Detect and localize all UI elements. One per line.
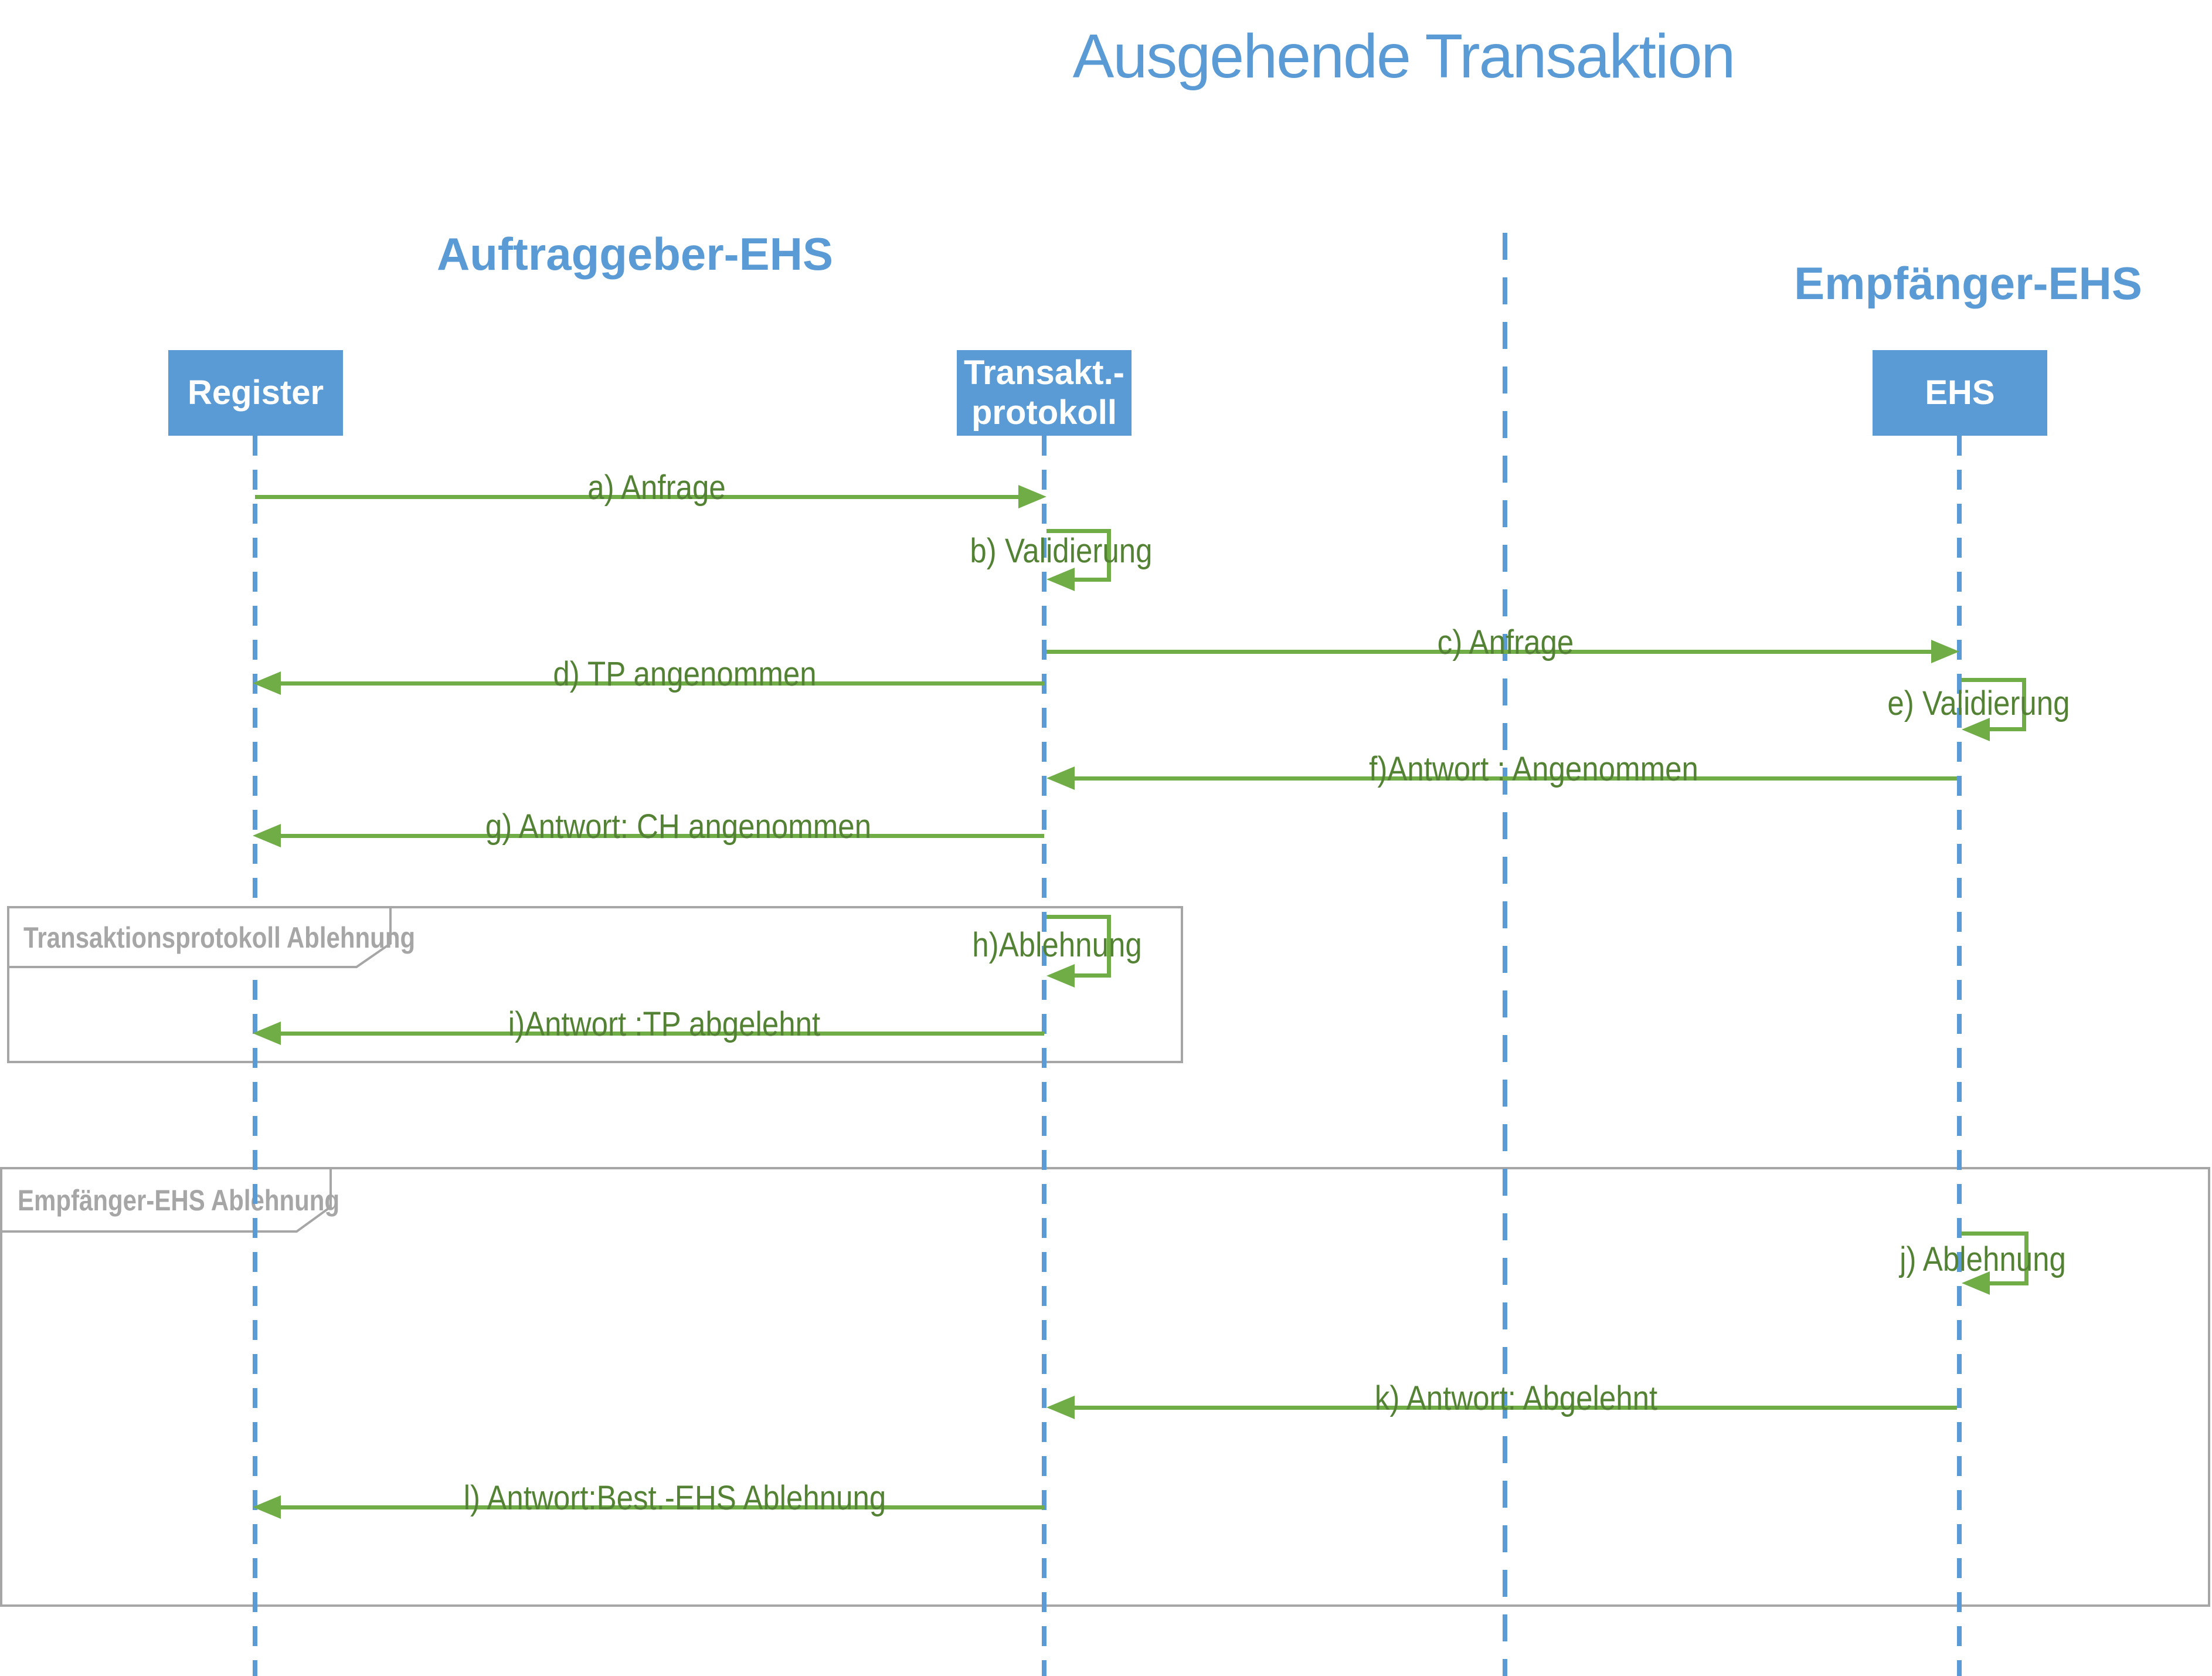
message-d-arrowhead: [253, 671, 281, 695]
message-a-label: a) Anfrage: [587, 469, 726, 507]
boundary-divider-line: [1503, 233, 1507, 1676]
message-f-label: f)Antwort : Angenommen: [1369, 750, 1698, 788]
message-g-arrowhead: [253, 824, 281, 847]
message-c-label: c) Anfrage: [1437, 623, 1574, 661]
message-h-loop-bottom: [1072, 973, 1111, 978]
message-e-loop-bottom: [1987, 727, 2026, 731]
message-b-loop-bottom: [1072, 578, 1111, 582]
message-l-line: [281, 1505, 1044, 1509]
message-b-label: b) Validierung: [970, 532, 1153, 570]
message-j-loop-bottom: [1987, 1281, 2028, 1285]
message-e-loop-top: [1962, 678, 2026, 682]
message-e-loop-right: [2022, 678, 2026, 731]
message-i-arrowhead: [253, 1022, 281, 1045]
message-a-line: [255, 495, 1018, 499]
lifeline-transaktionsprotokoll: [1042, 436, 1046, 1676]
actor-ehs-label: EHS: [1925, 374, 1995, 412]
frame-1-label: Transaktionsprotokoll Ablehnung: [23, 921, 416, 954]
message-e-label: e) Validierung: [1887, 684, 2070, 722]
message-k-label: k) Antwort: Abgelehnt: [1374, 1379, 1658, 1417]
message-h-arrowhead: [1046, 964, 1075, 988]
message-b-arrowhead: [1046, 568, 1075, 591]
message-f-line: [1075, 776, 1957, 781]
frame-empfaenger-ehs-ablehnung: [0, 1167, 2210, 1607]
message-a-arrowhead: [1018, 485, 1046, 508]
message-h-label: h)Ablehnung: [972, 926, 1142, 964]
message-j-loop-right: [2024, 1231, 2028, 1285]
actor-box-ehs: EHS: [1873, 350, 2047, 436]
message-b-loop-top: [1046, 529, 1111, 533]
message-j-arrowhead: [1962, 1271, 1990, 1295]
frame-transaktionsprotokoll-ablehnung: [7, 906, 1183, 1063]
lifeline-register: [253, 436, 257, 1676]
message-h-loop-top: [1046, 915, 1111, 919]
message-c-arrowhead: [1931, 640, 1959, 663]
frame-2-label: Empfänger-EHS Ablehnung: [18, 1184, 340, 1217]
actor-protocol-label-line1: Transakt.-: [964, 354, 1124, 392]
message-d-line: [281, 681, 1044, 686]
message-l-arrowhead: [253, 1495, 281, 1519]
actor-protocol-label-line2: protokoll: [971, 393, 1117, 432]
group-header-auftraggeber-ehs: Auftraggeber-EHS: [436, 228, 834, 280]
message-d-label: d) TP angenommen: [553, 655, 817, 693]
message-j-loop-top: [1962, 1231, 2028, 1236]
actor-box-register: Register: [168, 350, 343, 436]
message-c-line: [1046, 650, 1931, 654]
message-i-label: i)Antwort :TP abgelehnt: [508, 1005, 821, 1043]
message-f-arrowhead: [1046, 766, 1075, 790]
message-i-line: [281, 1032, 1044, 1036]
message-b-loop-right: [1107, 529, 1111, 582]
message-h-loop-right: [1107, 915, 1111, 978]
lifeline-ehs: [1957, 436, 1962, 1676]
actor-register-label: Register: [187, 374, 324, 412]
frame-1-label-tab: [7, 906, 392, 968]
message-k-line: [1075, 1406, 1957, 1410]
group-header-empfaenger-ehs: Empfänger-EHS: [1794, 257, 2142, 309]
frame-2-label-tab: [0, 1167, 332, 1233]
message-k-arrowhead: [1046, 1396, 1075, 1419]
message-j-label: j) Ablehnung: [1900, 1240, 2066, 1278]
message-g-line: [281, 834, 1044, 838]
actor-box-transaktionsprotokoll: Transakt.- protokoll: [957, 350, 1132, 436]
message-g-label: g) Antwort: CH angenommen: [485, 808, 872, 846]
message-l-label: l) Antwort:Best.-EHS Ablehnung: [463, 1479, 886, 1517]
diagram-title: Ausgehende Transaktion: [1072, 22, 1736, 91]
message-e-arrowhead: [1962, 718, 1990, 741]
